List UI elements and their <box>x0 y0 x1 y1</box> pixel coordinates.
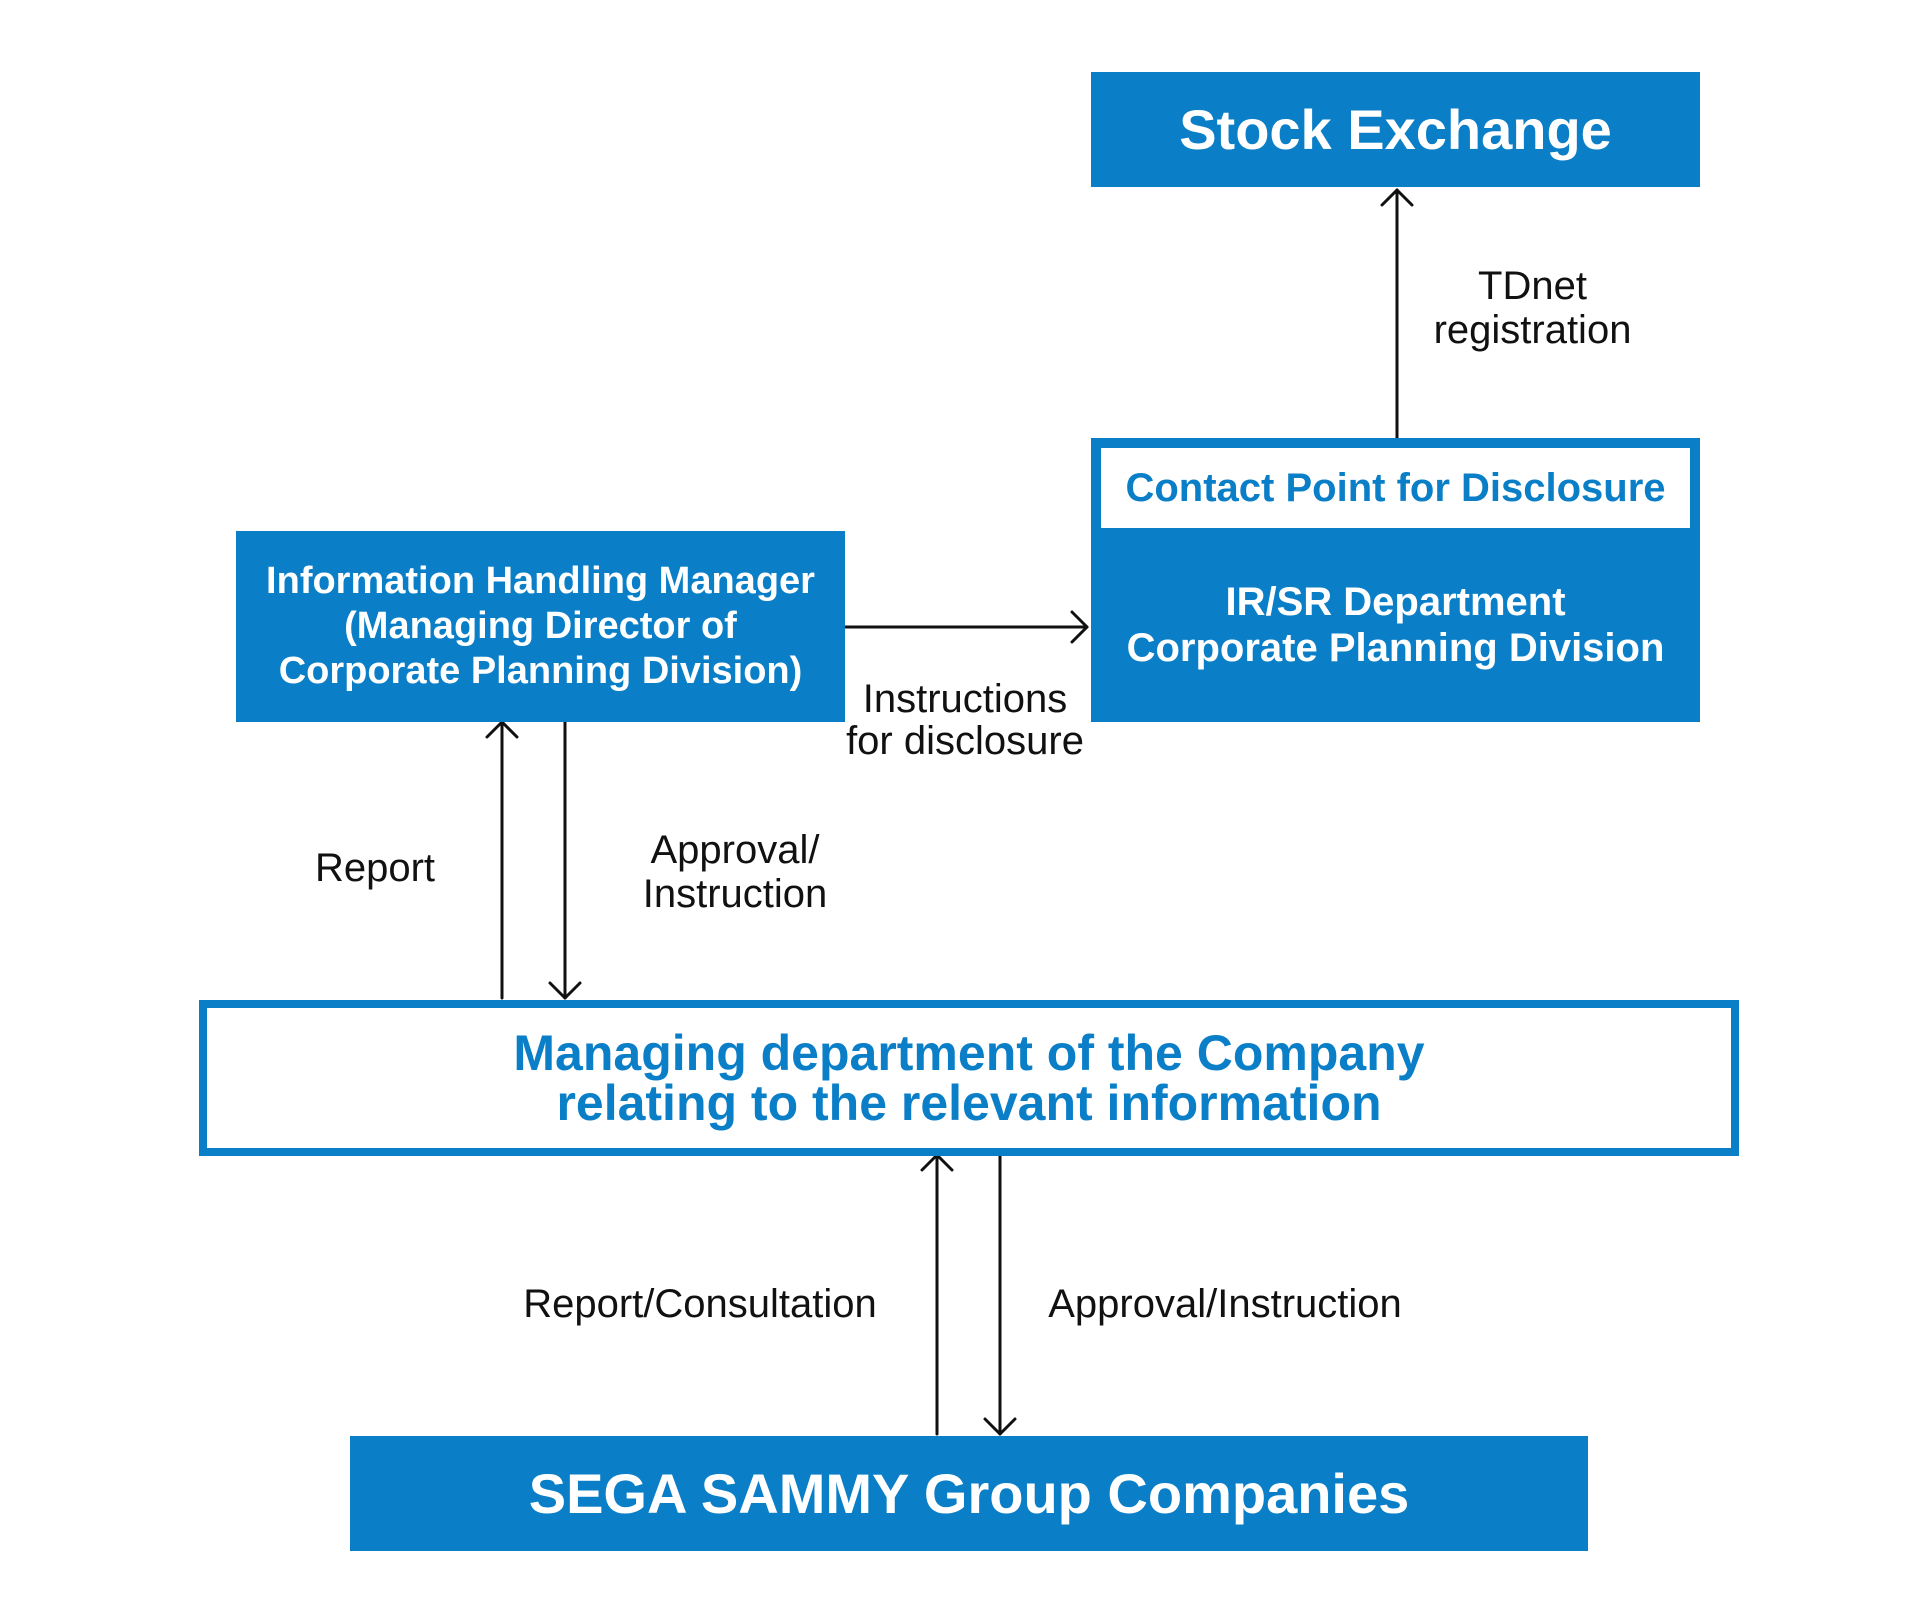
sega-sammy-box: SEGA SAMMY Group Companies <box>350 1436 1588 1551</box>
contact-point-title: Contact Point for Disclosure <box>1125 465 1666 510</box>
contact-point-header: Contact Point for Disclosure <box>1101 448 1690 528</box>
irsr-department-text: IR/SR Department Corporate Planning Divi… <box>1127 528 1665 722</box>
approval-instruction-bottom-label: Approval/Instruction <box>1048 1282 1402 1326</box>
managing-line-1: Managing department of the Company <box>513 1025 1425 1081</box>
arrow-approval-instruction-bottom <box>983 1153 1017 1436</box>
report-label: Report <box>314 846 436 890</box>
stock-exchange-box: Stock Exchange <box>1091 72 1700 187</box>
arrow-instructions <box>843 610 1089 644</box>
ihm-line-1: Information Handling Manager <box>266 560 815 602</box>
arrow-approval-instruction-top <box>548 720 582 1000</box>
managing-line-2: relating to the relevant information <box>556 1075 1382 1131</box>
stock-exchange-label: Stock Exchange <box>1179 98 1612 161</box>
sega-sammy-label: SEGA SAMMY Group Companies <box>528 1462 1410 1525</box>
instructions-for-disclosure-label: Instructions for disclosure <box>846 677 1084 763</box>
approval-instruction-top-label: Approval/ Instruction <box>642 828 828 916</box>
ihm-line-3: Corporate Planning Division) <box>278 650 803 692</box>
arrow-tdnet <box>1380 188 1414 440</box>
tdnet-registration-label: TDnet registration <box>1433 264 1632 352</box>
arrow-report-consultation <box>920 1153 954 1436</box>
arrow-report <box>485 720 519 1000</box>
ihm-line-2: (Managing Director of <box>344 605 737 647</box>
contact-point-box: Contact Point for Disclosure IR/SR Depar… <box>1091 438 1700 722</box>
information-handling-manager-box: Information Handling Manager (Managing D… <box>236 531 845 722</box>
managing-department-box: Managing department of the Company relat… <box>199 1000 1739 1156</box>
irsr-line-1: IR/SR Department <box>1225 580 1566 624</box>
irsr-line-2: Corporate Planning Division <box>1126 626 1665 670</box>
report-consultation-label: Report/Consultation <box>523 1282 877 1326</box>
